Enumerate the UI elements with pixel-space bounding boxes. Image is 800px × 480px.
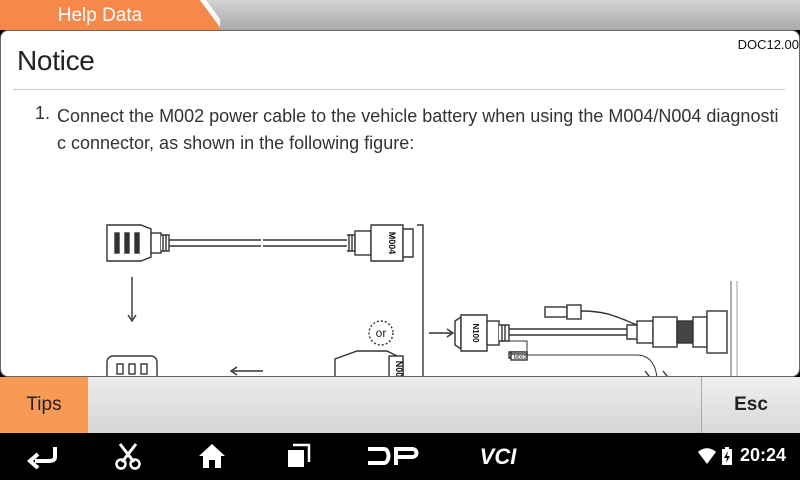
n00-label: N00: [394, 361, 404, 377]
connector-diagram: M004 N00 or: [106, 224, 738, 377]
page-title: Notice: [17, 45, 95, 76]
scissors-icon[interactable]: [112, 441, 144, 471]
tab-label: Help Data: [57, 5, 143, 26]
system-nav-bar: DP VCI 20:24: [0, 433, 800, 480]
vci-icon[interactable]: VCI: [468, 441, 528, 471]
obd-plug-icon: [106, 224, 170, 262]
list-item-number: 1.: [35, 103, 51, 123]
n100-label: N100: [471, 323, 480, 343]
vci-label: VCI: [480, 444, 518, 469]
divider: [13, 89, 785, 90]
wifi-icon: [696, 445, 718, 467]
m002-label: M002: [514, 355, 527, 361]
m004-connector-icon: [347, 224, 414, 262]
recent-apps-icon[interactable]: [283, 441, 313, 471]
doc-id: DOC12.00: [737, 37, 799, 52]
esc-button[interactable]: Esc: [701, 377, 800, 433]
battery-icon: [720, 445, 734, 467]
tips-button[interactable]: Tips: [0, 377, 88, 433]
list-item-text: Connect the M002 power cable to the vehi…: [57, 106, 779, 153]
help-content-panel[interactable]: DOC12.00 Notice 1. Connect the M002 powe…: [0, 30, 800, 377]
bottom-button-bar: Tips Esc: [0, 377, 800, 433]
or-label: or: [376, 326, 387, 340]
help-data-tab[interactable]: Help Data: [0, 0, 220, 30]
dp-icon[interactable]: DP: [364, 441, 420, 471]
m004-label: M004: [387, 232, 397, 255]
dp-label: DP: [364, 443, 366, 444]
title-bar: Help Data: [0, 0, 800, 30]
back-icon[interactable]: [26, 441, 60, 471]
home-icon[interactable]: [196, 441, 228, 471]
status-time: 20:24: [739, 445, 786, 465]
